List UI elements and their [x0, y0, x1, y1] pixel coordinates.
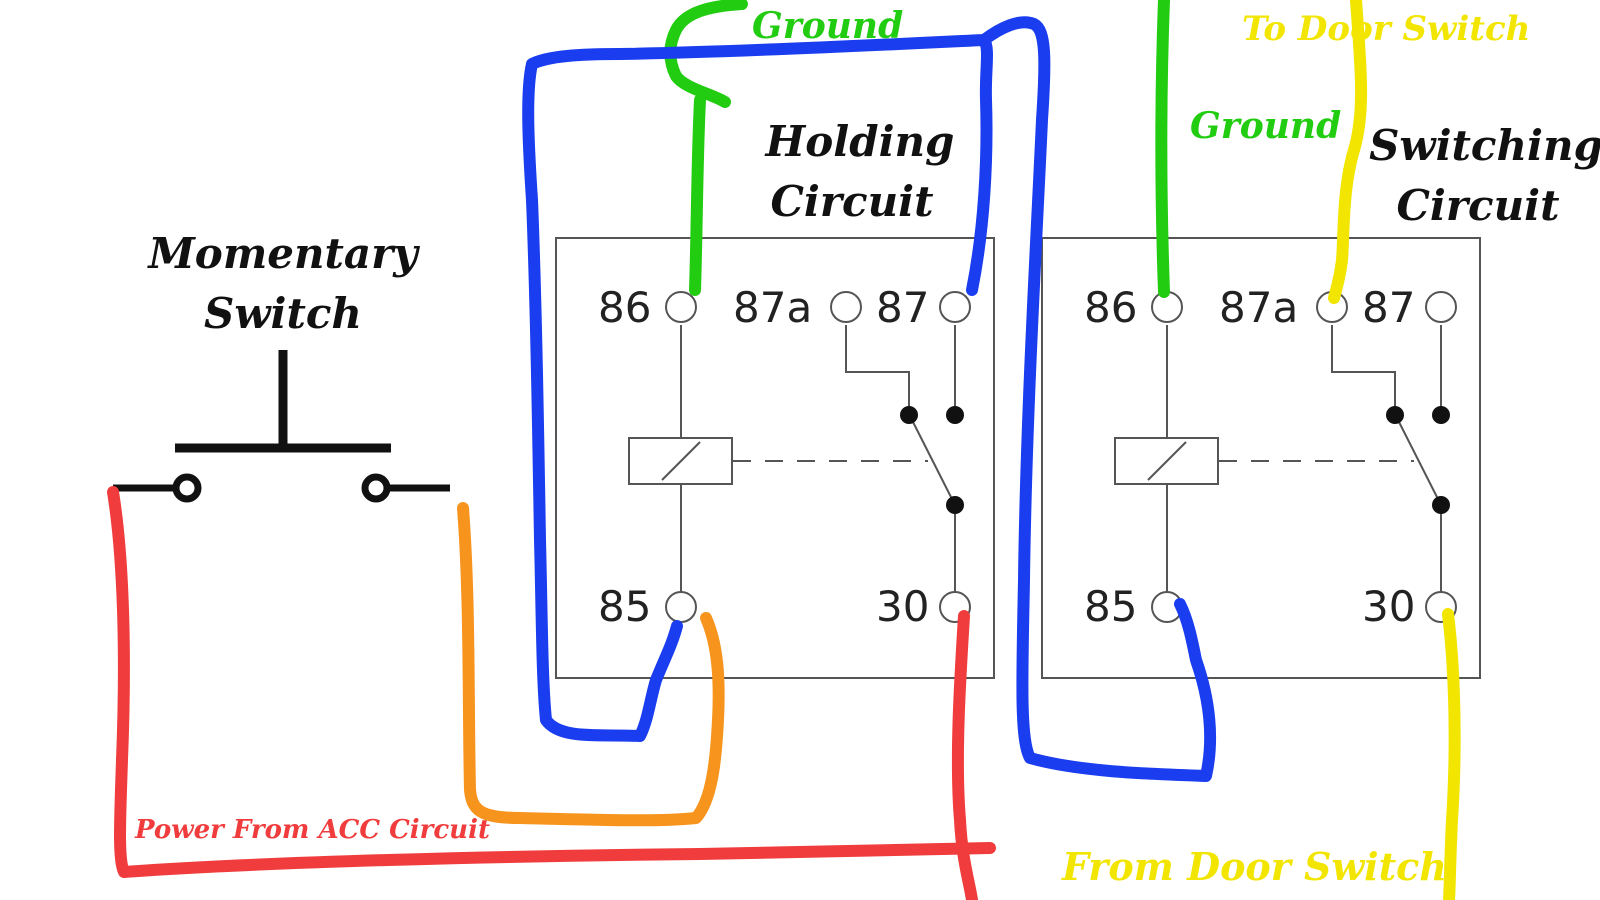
wires [107, 0, 1461, 900]
nc-lead [845, 325, 910, 415]
ground-label-left: Ground [752, 5, 903, 47]
switch-arm [1397, 419, 1442, 506]
wire-switch-to-coil [457, 502, 725, 827]
relay-holding: 86 87a 87 85 30 [555, 237, 995, 679]
relay-holding-pin-87a: 87a [733, 283, 812, 332]
relay-switching-pin-86: 86 [1084, 283, 1137, 332]
terminal-87a [830, 291, 862, 323]
relay-switching-pin-87a: 87a [1219, 283, 1298, 332]
relay-holding-pin-86: 86 [598, 283, 651, 332]
terminal-87 [939, 291, 971, 323]
contact-common [1432, 496, 1450, 514]
relay-switching-body [1041, 237, 1481, 679]
momentary-switch: Momentary Switch [113, 229, 450, 503]
switch-contact-left [172, 473, 202, 503]
nc-lead [1331, 325, 1396, 415]
contact-common [946, 496, 964, 514]
to-door-switch-label: To Door Switch [1242, 9, 1530, 49]
from-door-switch-label: From Door Switch [1061, 844, 1447, 889]
contact-no [946, 406, 964, 424]
coil-slash [1147, 441, 1187, 481]
relay-switching-title-line1: Switching [1369, 121, 1600, 170]
wire-to-door-switch [1328, 0, 1368, 304]
power-acc-label: Power From ACC Circuit [134, 815, 490, 845]
terminal-86 [665, 291, 697, 323]
contact-no [1432, 406, 1450, 424]
relay-holding-title-line1: Holding [765, 117, 955, 166]
relay-holding-pin-30: 30 [876, 582, 929, 631]
relay-holding-pin-87: 87 [876, 283, 929, 332]
terminal-87 [1425, 291, 1457, 323]
coil-slash [661, 441, 701, 481]
switch-title-line1: Momentary [146, 229, 420, 278]
wire-holding-to-switching [978, 16, 1217, 782]
contact-nc [1386, 406, 1404, 424]
relay-holding-pin-85: 85 [598, 582, 651, 631]
wire-from-door-switch [1442, 608, 1461, 900]
terminal-85 [665, 591, 697, 623]
relay-switching: 86 87a 87 85 30 [1041, 237, 1481, 679]
switch-title-line2: Switch [204, 289, 362, 338]
labels: Holding Circuit Switching Circuit Ground… [134, 5, 1600, 889]
wire-power-acc [107, 486, 996, 900]
switch-arm [911, 419, 956, 506]
relay-switching-title-line2: Circuit [1397, 181, 1560, 230]
ground-label-right: Ground [1190, 105, 1341, 147]
relay-switching-pin-85: 85 [1084, 582, 1137, 631]
contact-nc [900, 406, 918, 424]
relay-holding-title-line2: Circuit [771, 177, 934, 226]
wire-ground-switching [1155, 0, 1170, 298]
relay-holding-body [555, 237, 995, 679]
relay-switching-pin-30: 30 [1362, 582, 1415, 631]
switch-contact-right [361, 473, 391, 503]
relay-switching-pin-87: 87 [1362, 283, 1415, 332]
